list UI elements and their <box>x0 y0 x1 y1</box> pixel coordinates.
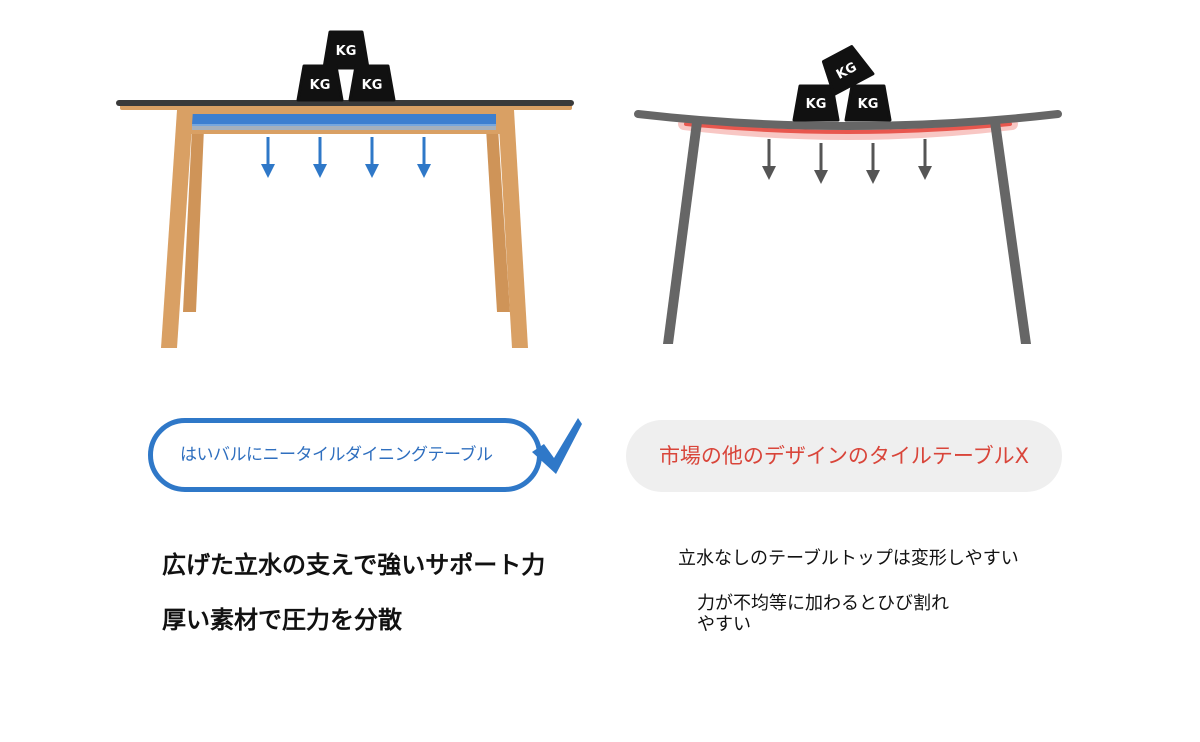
pressure-arrows-grey <box>762 139 932 184</box>
feature-text-pressure: 厚い素材で圧力を分散 <box>162 606 402 634</box>
weights-stack-left: KG KG KG <box>296 30 396 102</box>
weight-label: KG <box>806 97 827 112</box>
weight-icon <box>792 84 840 122</box>
weight-icon <box>844 84 892 122</box>
weight-icon <box>821 45 875 96</box>
wooden-table-back-leg-left <box>183 128 204 312</box>
metal-table-leg-right <box>990 122 1031 344</box>
support-bar <box>192 114 496 126</box>
wooden-table <box>116 100 574 348</box>
weight-label: KG <box>336 44 357 59</box>
metal-table <box>634 110 1062 344</box>
feature-text-support: 広げた立水の支えで強いサポート力 <box>162 551 546 579</box>
weights-stack-right: KG KG KG <box>792 45 892 122</box>
weight-label: KG <box>362 78 383 93</box>
competitor-badge-label: 市場の他のデザインのタイルテーブルX <box>658 444 1030 468</box>
drawback-text-deform: 立水なしのテーブルトップは変形しやすい <box>678 548 1019 569</box>
drawback-text-crack-cont: やすい <box>697 614 751 635</box>
weight-icon <box>296 64 344 102</box>
checkmark-icon <box>532 418 582 474</box>
weight-label: KG <box>858 97 879 112</box>
product-badge-label: はいバルにニータイルダイニングテーブル <box>180 445 493 465</box>
product-badge <box>148 418 542 492</box>
wooden-table-back-leg-right <box>486 128 510 312</box>
pressure-arrows-blue <box>261 137 431 178</box>
metal-table-leg-left <box>663 122 702 344</box>
competitor-badge <box>626 420 1062 492</box>
weight-icon <box>348 64 396 102</box>
weight-label: KG <box>310 78 331 93</box>
wooden-table-front-leg-right <box>498 110 528 348</box>
wooden-table-front-leg-left <box>161 110 193 348</box>
metal-table-top <box>634 110 1062 130</box>
drawback-text-crack: 力が不均等に加わるとひび割れ <box>697 593 949 614</box>
